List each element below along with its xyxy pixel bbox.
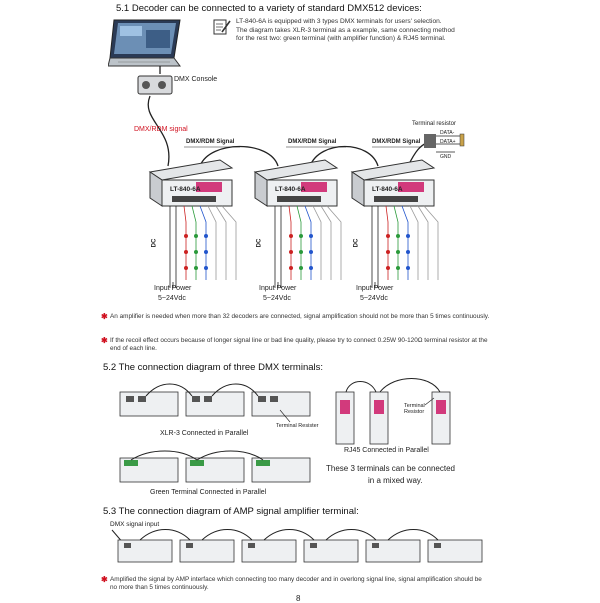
input-power-label: Input Power (356, 285, 394, 292)
resistor-pin-label: DATA+ (440, 139, 456, 145)
green-caption: Green Terminal Connected in Parallel (150, 489, 267, 496)
rj45-resistor-label: Resistor (404, 409, 425, 415)
decoder-unit-1 (148, 159, 234, 207)
resistor-pin-label: DATA- (440, 130, 455, 136)
input-power-value: 5~24Vdc (158, 295, 186, 302)
mixed-text-line: These 3 terminals can be connected (326, 464, 455, 473)
description-line: The diagram takes XLR-3 terminal as a ex… (236, 26, 455, 34)
dmx-console-icon (137, 75, 173, 95)
mixed-text-line: in a mixed way. (368, 476, 423, 485)
input-power-label: Input Power (154, 285, 192, 292)
dmx-rdm-signal-label: DMX/RDM signal (134, 126, 188, 133)
resistor-pin-label: GND (440, 154, 452, 160)
asterisk-icon: ✱ (101, 336, 108, 345)
laptop-icon (108, 19, 181, 67)
input-power-value: 5~24Vdc (263, 295, 291, 302)
decoder-unit-3 (350, 159, 436, 207)
note-amplifier: An amplifier is needed when more than 32… (110, 313, 490, 320)
device-model-label: LT-840-6A (275, 186, 306, 193)
rj45-caption: RJ45 Connected in Parallel (344, 447, 429, 454)
section-5-1-description: LT-840-6A is equipped with 3 types DMX t… (236, 18, 455, 44)
section-5-2-heading: 5.2 The connection diagram of three DMX … (103, 362, 324, 373)
description-line: for the rest two: green terminal (with a… (236, 35, 446, 42)
xlr-resistor-label: Terminal Resister (276, 423, 319, 429)
description-line: LT-840-6A is equipped with 3 types DMX t… (236, 18, 442, 25)
section-5-1-heading: 5.1 Decoder can be connected to a variet… (116, 3, 422, 14)
link-signal-label: DMX/RDM Signal (186, 139, 235, 145)
asterisk-icon: ✱ (101, 312, 108, 321)
device-model-label: LT-840-6A (372, 186, 403, 193)
rj45-resistor-label: Terminal (404, 403, 425, 409)
xlr-caption: XLR-3 Connected in Parallel (160, 430, 249, 437)
input-power-value: 5~24Vdc (360, 295, 388, 302)
device-model-label: LT-840-6A (170, 186, 201, 193)
decoder-unit-2 (253, 159, 339, 207)
section-5-3-heading: 5.3 The connection diagram of AMP signal… (103, 506, 359, 517)
input-power-label: Input Power (259, 285, 297, 292)
note-pencil-icon (213, 19, 231, 35)
asterisk-icon: ✱ (101, 575, 108, 584)
terminal-resistor-label: Terminal resistor (412, 121, 457, 127)
page-number: 8 (296, 594, 301, 603)
note-amplified: Amplified the signal by AMP interface wh… (110, 576, 482, 592)
note-recoil: If the recoil effect occurs because of l… (110, 337, 488, 353)
dmx-console-label: DMX Console (174, 76, 218, 83)
link-signal-label: DMX/RDM Signal (372, 139, 421, 145)
link-signal-label: DMX/RDM Signal (288, 139, 337, 145)
dmx-input-label: DMX signal input (110, 521, 160, 528)
